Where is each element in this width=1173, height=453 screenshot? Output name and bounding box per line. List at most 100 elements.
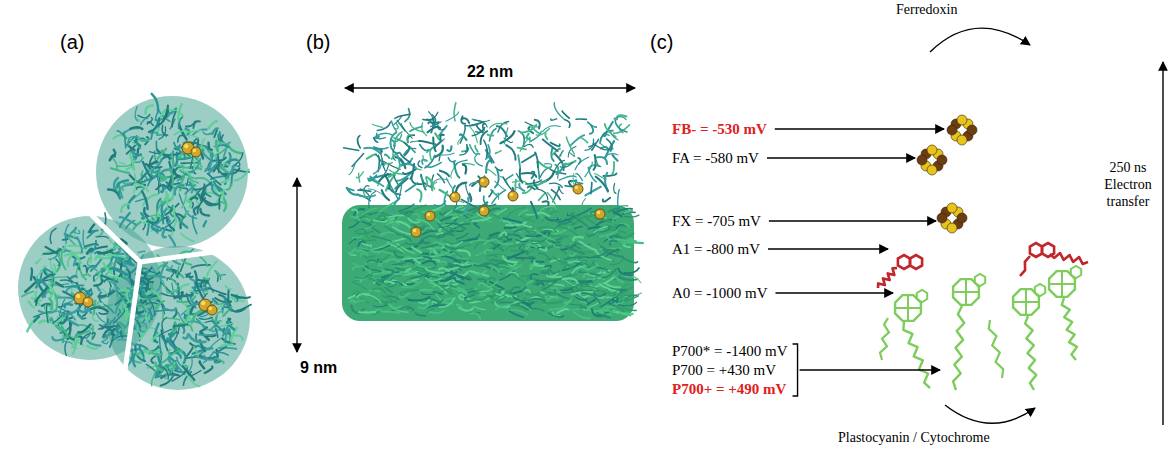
protein-strand (373, 288, 386, 293)
protein-strand (437, 262, 446, 264)
protein-strand (422, 123, 427, 136)
protein-strand (563, 278, 578, 282)
protein-strand (179, 195, 183, 204)
sphere-highlight (184, 144, 188, 148)
iron-sulfur-cluster (917, 155, 927, 165)
protein-strand (65, 285, 84, 287)
protein-strand (527, 294, 545, 297)
protein-strand (119, 185, 122, 198)
protein-strand (595, 291, 615, 295)
protein-strand (460, 134, 467, 140)
protein-strand (496, 291, 504, 295)
protein-strand (613, 211, 622, 217)
protein-strand (138, 251, 144, 252)
protein-strand (475, 153, 480, 157)
protein-strand (133, 161, 135, 170)
protein-strand (505, 227, 515, 228)
protein-strand (474, 242, 491, 249)
protein-strand (552, 242, 560, 243)
protein-strand (594, 227, 610, 232)
protein-strand (440, 171, 449, 176)
protein-strand (518, 210, 527, 216)
chlorophyll-ring (975, 274, 985, 286)
protein-strand (612, 155, 617, 161)
protein-strand (148, 162, 157, 166)
protein-strand (581, 286, 599, 290)
protein-strand (440, 217, 451, 221)
protein-strand (224, 199, 226, 211)
protein-strand (142, 294, 150, 298)
protein-strand (187, 201, 191, 207)
protein-strand (92, 316, 98, 321)
protein-strand (149, 300, 155, 315)
protein-strand (585, 187, 600, 196)
protein-strand (570, 252, 578, 256)
protein-strand (569, 152, 574, 156)
protein-strand (433, 182, 437, 189)
protein-strand (408, 308, 414, 311)
protein-strand (153, 228, 161, 231)
protein-strand (110, 336, 113, 347)
protein-strand (78, 308, 88, 312)
protein-strand (421, 177, 424, 182)
protein-strand (551, 287, 557, 290)
iron-sulfur-sphere (595, 209, 605, 219)
protein-strand (475, 159, 483, 167)
protein-strand (590, 182, 593, 193)
protein-strand (402, 213, 409, 216)
protein-strand (104, 279, 109, 282)
protein-strand (209, 121, 217, 128)
protein-strand (577, 298, 588, 301)
protein-strand (138, 114, 150, 117)
protein-strand (600, 230, 618, 237)
protein-strand (468, 293, 479, 298)
protein-strand (615, 302, 624, 304)
protein-strand (134, 174, 136, 193)
protein-strand (584, 273, 589, 277)
protein-strand (79, 315, 82, 319)
protein-strand (402, 281, 422, 287)
protein-strand (128, 196, 135, 208)
protein-strand (398, 244, 419, 248)
protein-strand (374, 138, 378, 142)
protein-strand (445, 246, 454, 249)
protein-strand (475, 146, 478, 152)
protein-strand (594, 226, 607, 232)
protein-strand (190, 291, 196, 294)
protein-strand (56, 283, 63, 287)
protein-strand (445, 266, 453, 267)
protein-strand (516, 187, 524, 191)
iron-sulfur-sphere (573, 184, 583, 194)
protein-strand (353, 264, 359, 268)
protein-strand (216, 141, 218, 151)
protein-strand (569, 309, 588, 310)
protein-strand (625, 268, 640, 273)
protein-strand (508, 252, 524, 259)
protein-strand (407, 281, 417, 283)
protein-strand (351, 254, 356, 256)
protein-strand (128, 137, 135, 146)
protein-strand (466, 145, 468, 152)
protein-strand (171, 190, 174, 199)
protein-strand (185, 130, 201, 132)
protein-strand (35, 287, 47, 301)
protein-strand (172, 112, 176, 127)
protein-strand (618, 190, 620, 209)
protein-strand (457, 257, 468, 259)
protein-strand (435, 283, 452, 294)
protein-strand (445, 280, 453, 284)
protein-strand (549, 313, 564, 317)
protein-strand (479, 283, 488, 286)
protein-strand (395, 252, 404, 258)
protein-strand (93, 273, 101, 281)
protein-strand (423, 156, 426, 161)
protein-strand (625, 295, 637, 301)
protein-strand (527, 134, 530, 139)
protein-strand (194, 346, 199, 356)
protein-strand (539, 162, 551, 168)
protein-strand (593, 144, 609, 150)
protein-strand (544, 265, 551, 267)
protein-strand (576, 118, 586, 120)
protein-strand (536, 189, 548, 200)
protein-strand (386, 259, 399, 262)
